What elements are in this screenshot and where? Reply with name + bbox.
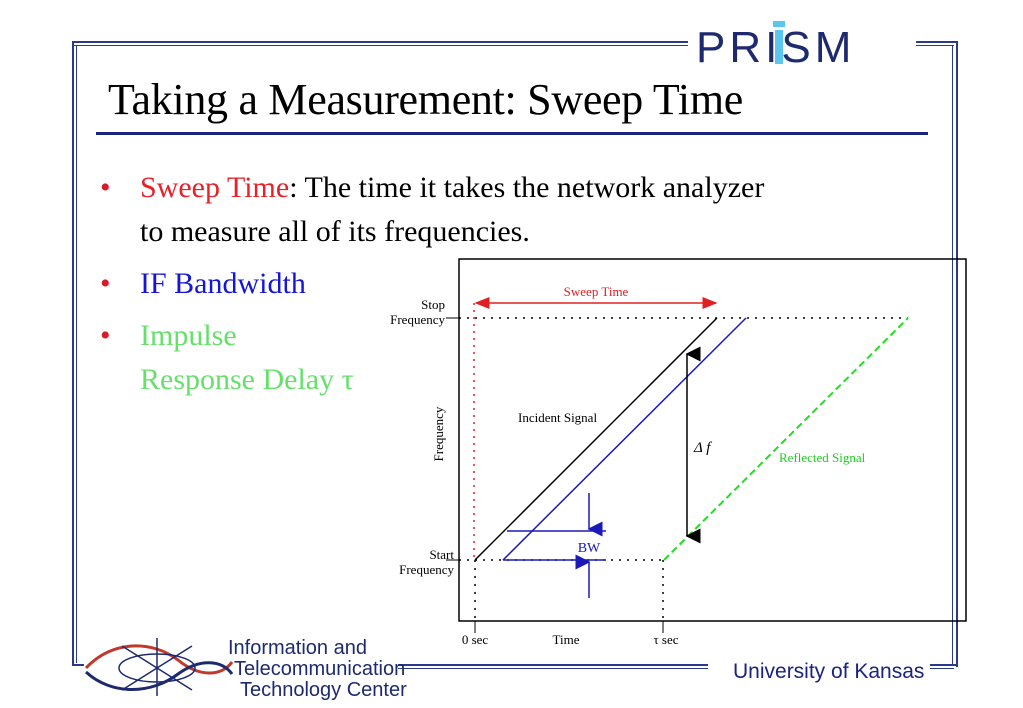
bullet-sweep-time-desc2: to measure all of its frequencies. — [140, 215, 530, 248]
frame-top-right — [916, 41, 958, 43]
bullet-tau-symbol: τ — [341, 363, 354, 396]
bullet-term-sweep-time: Sweep Time — [140, 171, 290, 204]
itc-logo-line2: Telecommunication — [234, 658, 405, 680]
sweep-time-diagram: Sweep Time BW Δ f Incident Signal Reflec… — [390, 258, 967, 647]
frame-bottom-right — [930, 664, 958, 666]
frame-left-inner — [76, 45, 77, 663]
itc-logo-line1: Information and — [228, 637, 367, 659]
time-axis-label: Time — [553, 632, 580, 647]
bullet-term-if-bandwidth: IF Bandwidth — [140, 267, 306, 300]
frame-right — [956, 41, 958, 667]
incident-signal-line — [474, 317, 718, 561]
reflected-signal-line — [663, 317, 909, 561]
incident-signal-label: Incident Signal — [518, 410, 597, 425]
prism-logo-text: PRISM — [696, 23, 855, 72]
bw-label: BW — [578, 541, 601, 556]
frame-top-right-inner — [916, 45, 954, 46]
frame-right-inner — [952, 45, 953, 664]
stop-label-line2: Frequency — [390, 312, 445, 327]
bullet-sweep-time-desc1: : The time it takes the network analyzer — [289, 171, 765, 204]
y-axis-label: Frequency — [431, 406, 446, 461]
bullet-dot: • — [100, 267, 111, 300]
if-band-line — [502, 317, 747, 561]
frame-left — [72, 41, 74, 666]
title-underline — [96, 132, 928, 135]
frame-bottom-left — [72, 664, 84, 666]
reflected-signal-label: Reflected Signal — [779, 450, 866, 465]
start-label-line2: Frequency — [399, 562, 454, 577]
start-label-line1: Start — [429, 547, 454, 562]
frame-top-left-inner — [72, 45, 688, 46]
frame-top-left — [72, 41, 688, 43]
frame-bottom-mid — [398, 664, 708, 666]
itc-logo-emblem — [84, 638, 234, 696]
prism-logo-dot — [773, 21, 785, 27]
sweep-time-label: Sweep Time — [564, 284, 629, 299]
bullet-impulse-line2-text: Response Delay τ — [140, 360, 354, 400]
tau-label: τ sec — [653, 632, 678, 647]
plot-box — [458, 258, 967, 622]
prism-logo: PRISM — [696, 21, 855, 72]
bullet-sweep-time-text: Sweep Time: The time it takes the networ… — [140, 168, 764, 208]
frame-bottom-mid-inner — [398, 668, 708, 669]
footer-university: University of Kansas — [733, 660, 925, 683]
t0-label: 0 sec — [462, 632, 489, 647]
prism-logo-accent — [775, 30, 783, 64]
stop-label-line1: Stop — [421, 297, 445, 312]
slide-title: Taking a Measurement: Sweep Time — [108, 75, 743, 124]
itc-logo: Information and Telecommunication Techno… — [84, 637, 407, 700]
delta-f-label: Δ f — [693, 440, 712, 456]
itc-logo-line3: Technology Center — [240, 679, 407, 700]
bullet-dot: • — [100, 171, 111, 204]
frame-bottom-right-inner — [930, 668, 954, 669]
bullet-term-impulse: Impulse — [140, 319, 237, 352]
bullet-dot: • — [100, 319, 111, 352]
bullet-impulse-response-delay: Response Delay — [140, 363, 342, 396]
